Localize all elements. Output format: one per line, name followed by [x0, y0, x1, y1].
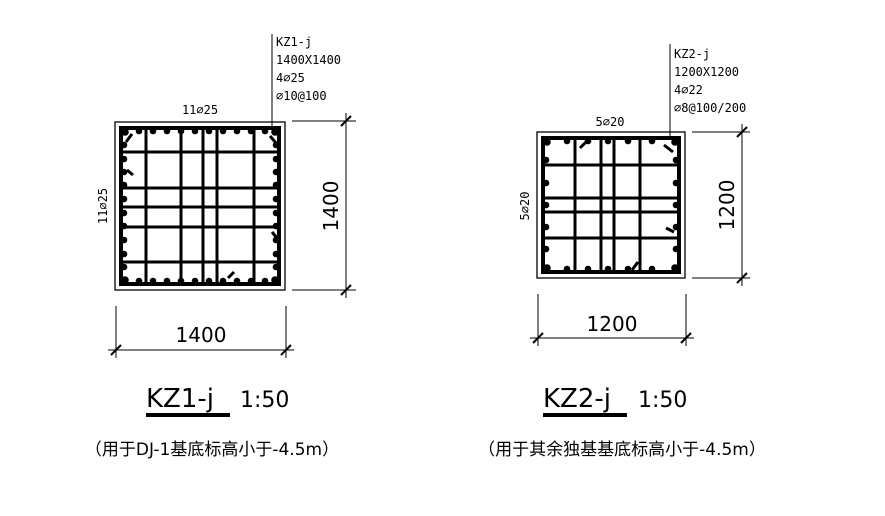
- kz1-top-bars-label: 11⌀25: [182, 103, 218, 117]
- kz1-dim-horizontal-lines: [108, 306, 294, 358]
- kz2-note: （用于其余独基基底标高小于-4.5m）: [478, 440, 766, 460]
- kz1-outline: [114, 121, 286, 291]
- kz1-dim-horizontal: 1400: [176, 323, 227, 347]
- kz2-dim-vertical: 1200: [715, 180, 739, 231]
- kz2-rebars: [542, 137, 680, 273]
- kz1-tag-stirrups: ⌀10@100: [276, 89, 327, 103]
- kz1-title-scale: 1:50: [240, 388, 289, 413]
- kz1-tag-corner-bars: 4⌀25: [276, 71, 305, 85]
- kz1-tag-name: KZ1-j: [276, 35, 312, 49]
- kz1-ties: [121, 128, 279, 284]
- kz2-top-bars-label: 5⌀20: [596, 115, 625, 129]
- kz2-dim-horizontal: 1200: [587, 312, 638, 336]
- kz2-outline: [536, 131, 686, 279]
- kz1-tag-size: 1400X1400: [276, 53, 341, 67]
- kz1-section: KZ1-j 1400X1400 4⌀25 ⌀10@100 11⌀25 11⌀25…: [85, 34, 356, 460]
- kz2-title-underline: [543, 413, 627, 417]
- kz1-note: （用于DJ-1基底标高小于-4.5m）: [85, 440, 339, 460]
- kz2-tag-name: KZ2-j: [674, 47, 710, 61]
- kz2-title-scale: 1:50: [638, 388, 687, 413]
- kz2-title-name: KZ2-j: [543, 384, 611, 414]
- kz2-tag-corner-bars: 4⌀22: [674, 83, 703, 97]
- kz2-ties: [543, 138, 679, 272]
- kz1-title-name: KZ1-j: [146, 384, 214, 414]
- kz1-dim-vertical: 1400: [319, 181, 343, 232]
- kz2-outer-hoop: [541, 136, 681, 274]
- kz2-section: KZ2-j 1200X1200 4⌀22 ⌀8@100/200 5⌀20 5⌀2…: [478, 44, 766, 460]
- kz1-title-underline: [146, 413, 230, 417]
- kz1-side-bars-label: 11⌀25: [96, 188, 110, 224]
- kz1-rebars: [120, 127, 280, 285]
- kz2-dim-vertical-lines: [692, 124, 750, 286]
- kz2-dim-horizontal-lines: [530, 294, 694, 346]
- kz2-tag-stirrups: ⌀8@100/200: [674, 101, 746, 115]
- kz2-side-bars-label: 5⌀20: [518, 192, 532, 221]
- kz2-tag-size: 1200X1200: [674, 65, 739, 79]
- kz1-dim-vertical-lines: [292, 113, 356, 298]
